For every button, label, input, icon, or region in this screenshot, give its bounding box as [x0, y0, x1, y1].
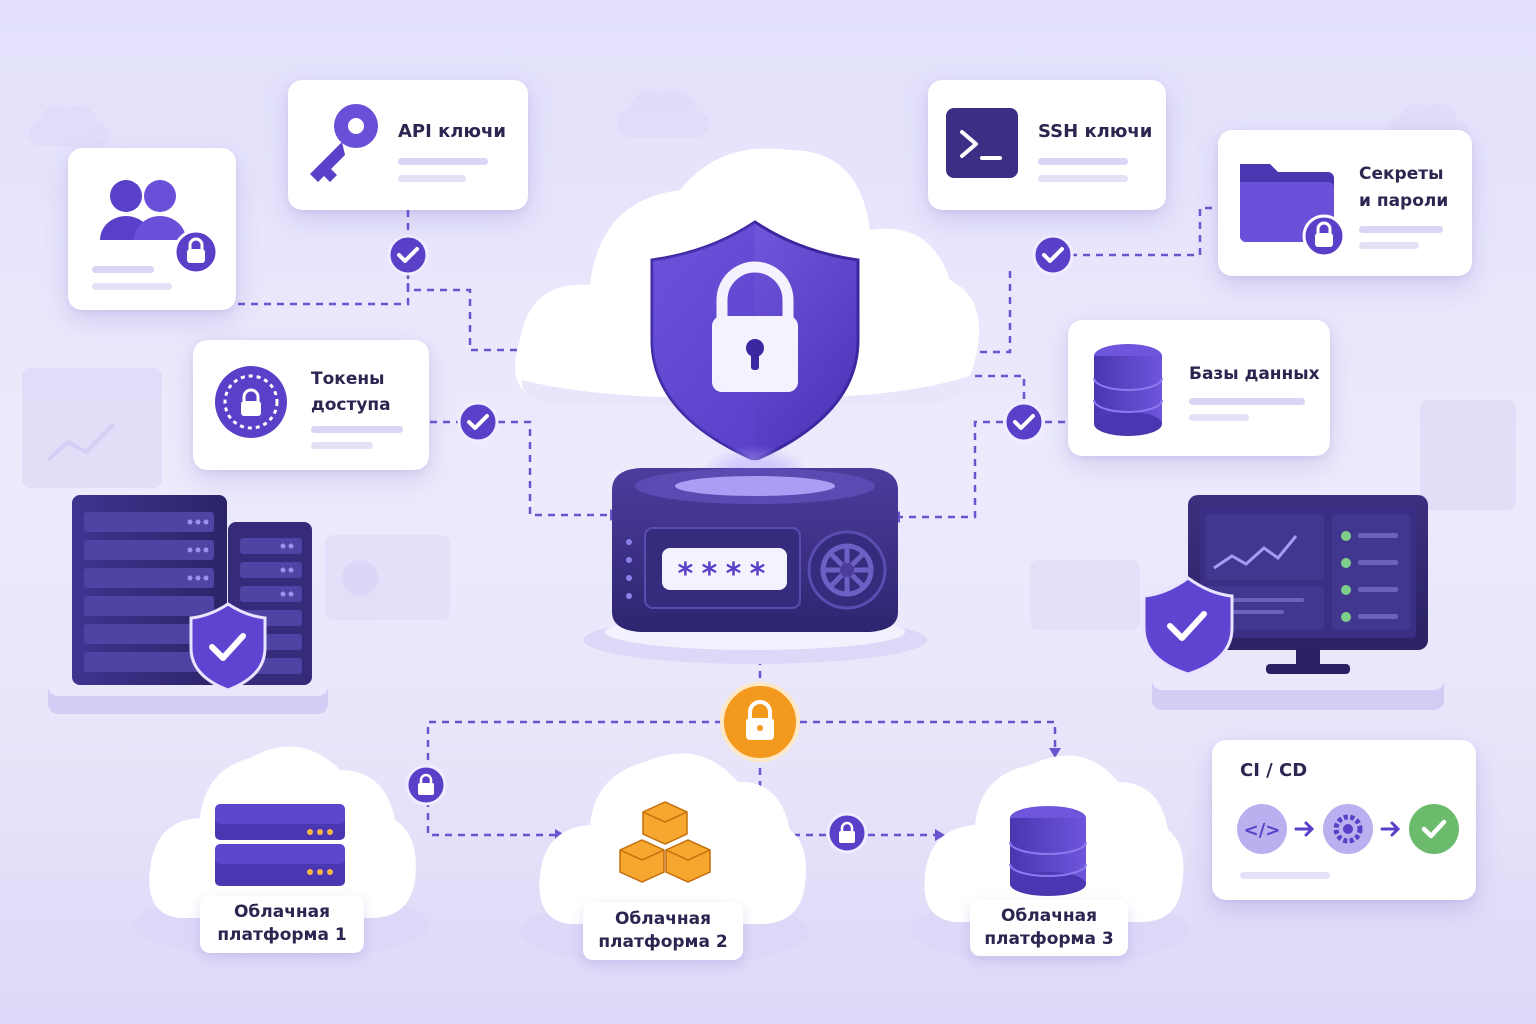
cloud-platform-3-line1: Облачная [1000, 906, 1098, 926]
vault-icon [583, 468, 927, 664]
cloud-platform-2-line1: Облачная [614, 909, 712, 929]
access-tokens-label-line2: доступа [311, 395, 391, 415]
placeholder-line [1240, 872, 1330, 879]
background-decorations [22, 90, 1516, 630]
placeholder-line [1038, 175, 1128, 182]
placeholder-line [1359, 226, 1443, 233]
check-icon [1409, 804, 1459, 854]
placeholder-line [398, 175, 466, 182]
dashed-connectors [238, 206, 1218, 837]
vault-password-field: **** [662, 548, 787, 592]
key-icon [310, 104, 378, 182]
secrets-label-line2: и пароли [1359, 191, 1449, 211]
cicd-pipeline: </> [1237, 804, 1459, 854]
api-keys-card: API ключи [288, 80, 528, 210]
placeholder-line [398, 158, 488, 165]
placeholder-line [1189, 414, 1249, 421]
users-lock-icon [100, 180, 219, 275]
database-icon [1093, 344, 1163, 436]
access-tokens-label-line1: Токены [311, 369, 385, 389]
folder-lock-icon [1240, 164, 1346, 258]
cicd-card: CI / CD </> [1212, 740, 1476, 900]
placeholder-line [311, 442, 373, 449]
cloud-platform-2-label: Облачная платформа 2 [583, 902, 743, 960]
secrets-label-line1: Секреты [1359, 164, 1444, 184]
cloud-platform-1-line2: платформа 1 [217, 925, 347, 945]
token-lock-icon [215, 366, 287, 438]
databases-card: Базы данных [1068, 320, 1330, 456]
placeholder-line [311, 426, 403, 433]
check-badges [387, 234, 1074, 443]
placeholder-line [1038, 158, 1128, 165]
secrets-passwords-card: Секреты и пароли [1218, 130, 1472, 276]
databases-label: Базы данных [1189, 364, 1320, 384]
vault-password-mask: **** [676, 556, 773, 592]
cloud-platform-1-line1: Облачная [233, 902, 331, 922]
svg-text:</>: </> [1244, 820, 1281, 841]
placeholder-line [92, 283, 172, 290]
monitor-illustration [1142, 495, 1444, 710]
terminal-icon [946, 108, 1018, 178]
cicd-title: CI / CD [1240, 760, 1308, 781]
ssh-keys-card: SSH ключи [928, 80, 1166, 210]
cloud-platform-3-line2: платформа 3 [984, 929, 1114, 949]
api-keys-label: API ключи [398, 121, 506, 142]
access-tokens-card: Токены доступа [193, 340, 429, 470]
cloud-platform-3-label: Облачная платформа 3 [970, 900, 1128, 956]
lock-badges [405, 682, 868, 854]
users-card [68, 148, 236, 310]
shield-lock-icon [650, 220, 860, 462]
placeholder-line [1359, 242, 1419, 249]
placeholder-line [92, 266, 154, 273]
placeholder-line [1189, 398, 1305, 405]
cloud-platform-2-line2: платформа 2 [598, 932, 728, 952]
code-icon [1237, 804, 1287, 854]
cloud-platform-1-label: Облачная платформа 1 [200, 895, 364, 953]
server-rack-illustration [48, 495, 328, 714]
ssh-keys-label: SSH ключи [1038, 121, 1153, 142]
